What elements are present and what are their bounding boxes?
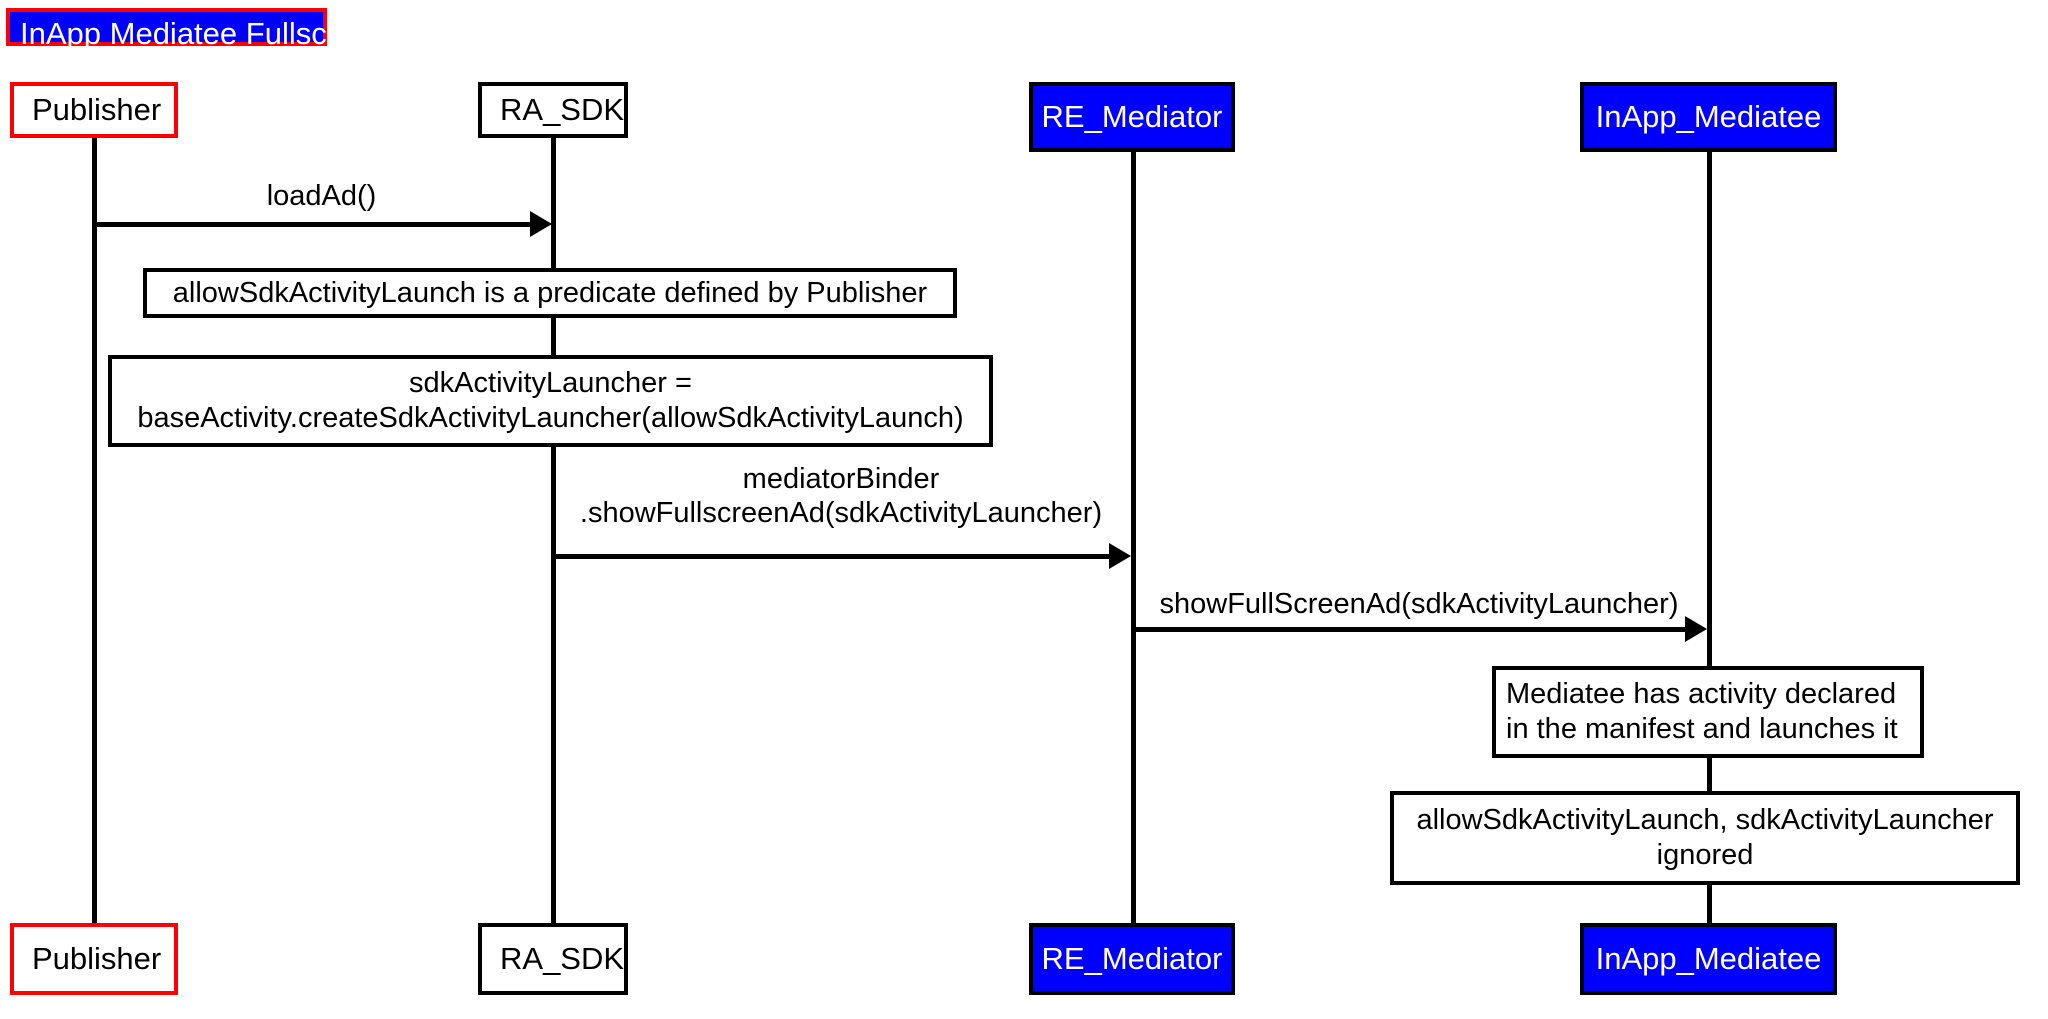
arrowhead-icon-show-fullscreen-ad [1109,543,1131,569]
message-label-show-full-screen-ad-mediatee: showFullScreenAd(sdkActivityLauncher) [1159,588,1679,620]
lifeline-re-mediator [1131,152,1136,923]
message-line-show-fullscreen-ad [551,554,1111,559]
participant-head-ra-sdk[interactable]: RA_SDK [478,82,628,138]
note-launcher-ignored: allowSdkActivityLaunch, sdkActivityLaunc… [1390,791,2020,885]
participant-head-re-mediator[interactable]: RE_Mediator [1029,82,1235,152]
arrowhead-icon-show-full-screen-ad-mediatee [1685,616,1707,642]
participant-head-inapp-mediatee[interactable]: InApp_Mediatee [1580,82,1837,152]
participant-foot-inapp-mediatee[interactable]: InApp_Mediatee [1580,923,1837,995]
message-label-show-fullscreen-ad: mediatorBinder .showFullscreenAd(sdkActi… [579,463,1103,529]
lifeline-ra-sdk [551,118,556,923]
diagram-title: InApp Mediatee Fullscreen Ad [6,8,434,49]
note-mediatee-activity-manifest: Mediatee has activity declared in the ma… [1492,666,1924,758]
participant-foot-ra-sdk[interactable]: RA_SDK [478,923,628,995]
lifeline-inapp-mediatee [1707,152,1712,923]
note-allow-sdk-activity-launch-predicate: allowSdkActivityLaunch is a predicate de… [143,268,957,318]
arrowhead-icon-load-ad [530,211,552,237]
note-sdk-activity-launcher-creation: sdkActivityLauncher = baseActivity.creat… [108,355,993,447]
lifeline-publisher [92,118,97,923]
message-line-load-ad [92,222,532,227]
participant-foot-publisher[interactable]: Publisher [10,923,178,995]
message-line-show-full-screen-ad-mediatee [1131,627,1687,632]
message-label-load-ad: loadAd() [266,180,377,212]
participant-head-publisher[interactable]: Publisher [10,82,178,138]
participant-foot-re-mediator[interactable]: RE_Mediator [1029,923,1235,995]
